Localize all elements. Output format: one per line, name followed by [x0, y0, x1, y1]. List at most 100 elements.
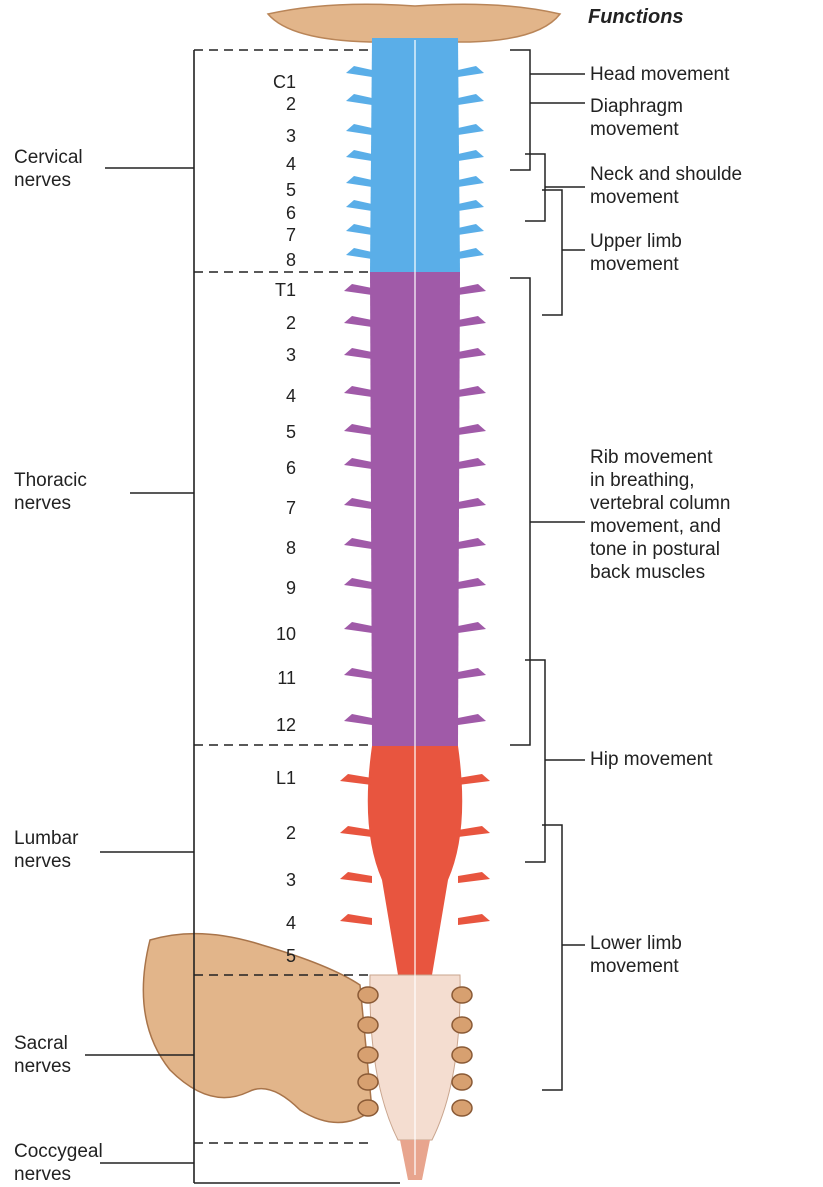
sacral-foramen-left: [358, 1074, 378, 1090]
thoracic-root-right: [458, 348, 486, 359]
bracket-neck-shoulder: [525, 154, 545, 221]
segment-number-thoracic: 5: [256, 422, 296, 442]
skull-base: [268, 4, 560, 42]
sacral-foramen-right: [452, 1100, 472, 1116]
thoracic-root-right: [458, 668, 486, 679]
sacral-foramen-right: [452, 1047, 472, 1063]
thoracic-root-right: [458, 622, 486, 633]
bracket-head-diaphragm: [510, 50, 530, 170]
thoracic-root-right: [458, 714, 486, 725]
thoracic-root-left: [344, 498, 372, 509]
segment-number-cervical: 4: [256, 154, 296, 174]
cervical-root-left: [346, 224, 372, 235]
function-head-movement: Head movement: [590, 63, 729, 86]
functions-title: Functions: [588, 6, 684, 29]
cervical-root-right: [458, 224, 484, 235]
lumbar-root-left: [340, 826, 372, 837]
cervical-root-right: [458, 200, 484, 211]
cervical-root-left: [346, 124, 372, 135]
lumbar-root-right: [458, 872, 490, 883]
segment-number-cervical: 6: [256, 203, 296, 223]
segment-number-thoracic: 4: [256, 386, 296, 406]
thoracic-root-left: [344, 284, 372, 295]
cervical-root-left: [346, 248, 372, 259]
segment-number-thoracic: T1: [256, 280, 296, 300]
segment-number-lumbar: 3: [256, 870, 296, 890]
segment-number-lumbar: 2: [256, 823, 296, 843]
segment-number-lumbar: L1: [256, 768, 296, 788]
thoracic-root-right: [458, 284, 486, 295]
cervical-root-right: [458, 124, 484, 135]
cervical-root-left: [346, 200, 372, 211]
thoracic-root-right: [458, 424, 486, 435]
thoracic-root-right: [458, 538, 486, 549]
segment-number-thoracic: 9: [256, 578, 296, 598]
thoracic-root-left: [344, 578, 372, 589]
segment-number-thoracic: 12: [256, 715, 296, 735]
thoracic-root-left: [344, 668, 372, 679]
sacral-foramen-left: [358, 1017, 378, 1033]
thoracic-root-left: [344, 458, 372, 469]
thoracic-root-left: [344, 348, 372, 359]
lumbar-root-right: [458, 914, 490, 925]
cervical-root-right: [458, 176, 484, 187]
cervical-root-right: [458, 66, 484, 77]
thoracic-root-right: [458, 498, 486, 509]
cervical-root-left: [346, 66, 372, 77]
cervical-root-right: [458, 248, 484, 259]
thoracic-root-left: [344, 622, 372, 633]
segment-number-thoracic: 11: [256, 668, 296, 688]
bracket-lower-limb: [542, 825, 562, 1090]
segment-number-thoracic: 6: [256, 458, 296, 478]
segment-number-cervical: 8: [256, 250, 296, 270]
cervical-root-right: [458, 94, 484, 105]
cervical-root-left: [346, 150, 372, 161]
cervical-root-left: [346, 176, 372, 187]
segment-number-lumbar: 5: [256, 946, 296, 966]
segment-number-thoracic: 8: [256, 538, 296, 558]
thoracic-root-left: [344, 424, 372, 435]
thoracic-root-right: [458, 386, 486, 397]
lumbar-root-right: [458, 826, 490, 837]
sacral-foramen-left: [358, 1047, 378, 1063]
segment-number-thoracic: 2: [256, 313, 296, 333]
lumbar-root-left: [340, 774, 372, 785]
sacral-foramen-right: [452, 1074, 472, 1090]
segment-number-cervical: 5: [256, 180, 296, 200]
thoracic-root-right: [458, 316, 486, 327]
segment-number-thoracic: 7: [256, 498, 296, 518]
lumbar-root-left: [340, 872, 372, 883]
sacral-foramen-right: [452, 1017, 472, 1033]
thoracic-root-left: [344, 386, 372, 397]
segment-number-cervical: 3: [256, 126, 296, 146]
cervical-root-left: [346, 94, 372, 105]
thoracic-root-left: [344, 714, 372, 725]
bracket-rib: [510, 278, 530, 745]
sacral-foramen-right: [452, 987, 472, 1003]
segment-number-cervical: C1: [256, 72, 296, 92]
segment-number-thoracic: 3: [256, 345, 296, 365]
segment-number-cervical: 7: [256, 225, 296, 245]
lumbar-root-left: [340, 914, 372, 925]
sacral-foramen-left: [358, 987, 378, 1003]
thoracic-root-right: [458, 458, 486, 469]
function-hip-movement: Hip movement: [590, 748, 713, 771]
segment-number-cervical: 2: [256, 94, 296, 114]
bracket-hip: [525, 660, 545, 862]
segment-number-thoracic: 10: [256, 624, 296, 644]
sacral-foramen-left: [358, 1100, 378, 1116]
lumbar-root-right: [458, 774, 490, 785]
thoracic-root-left: [344, 316, 372, 327]
thoracic-root-left: [344, 538, 372, 549]
segment-number-lumbar: 4: [256, 913, 296, 933]
